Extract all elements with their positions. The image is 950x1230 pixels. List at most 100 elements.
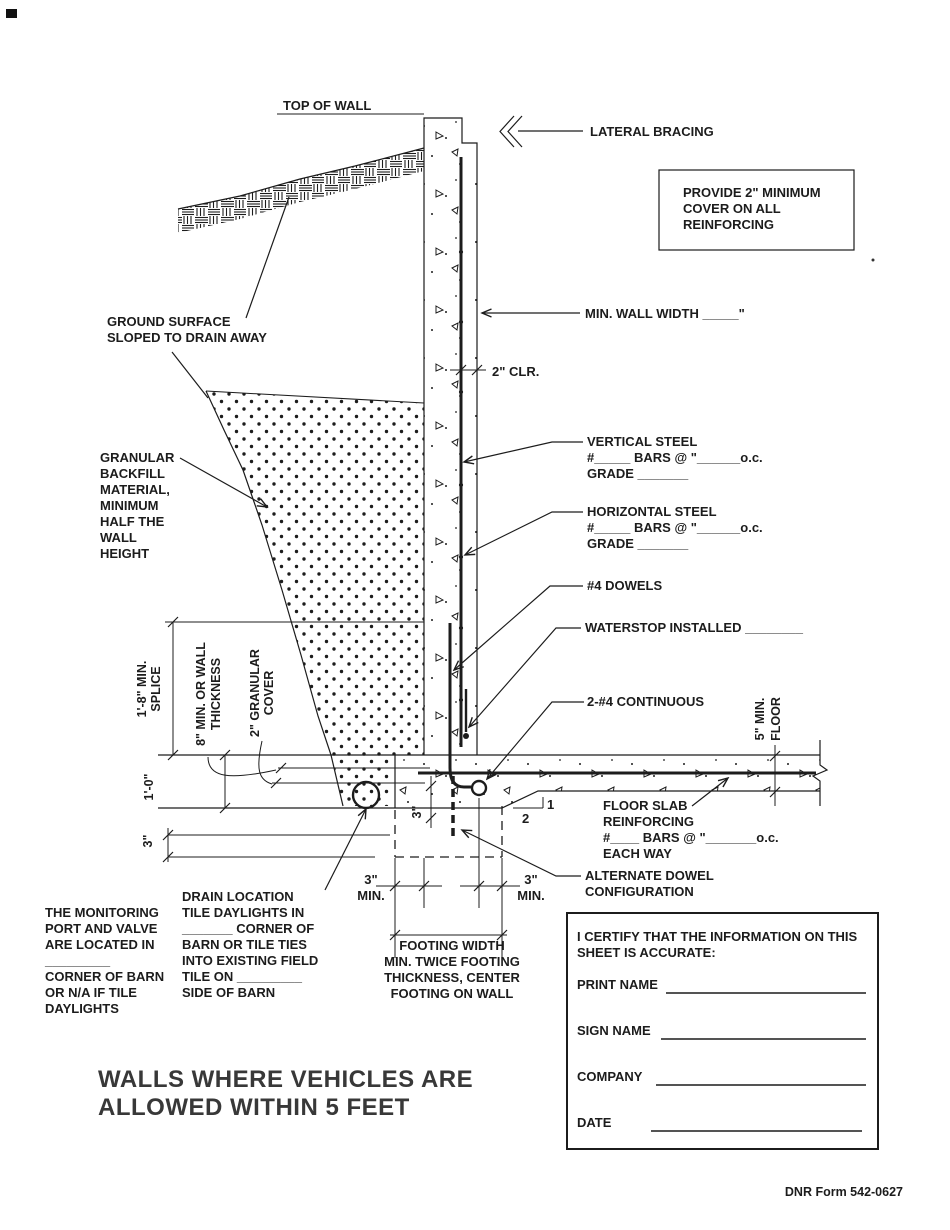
certify-statement-2: SHEET IS ACCURATE: xyxy=(577,945,716,960)
scan-speck xyxy=(871,258,875,262)
form-number: DNR Form 542-0627 xyxy=(785,1185,903,1199)
ground-surface-leader-1 xyxy=(245,196,290,319)
floor-slab-label-1: FLOOR SLAB xyxy=(603,798,688,813)
floor-min-label-2: FLOOR xyxy=(769,697,783,741)
drain-note-line1: DRAIN LOCATION xyxy=(182,889,294,904)
three-inch-left-label: 3" xyxy=(141,834,155,847)
certification-blank-lines xyxy=(651,992,866,1132)
backfill-label-1: GRANULAR xyxy=(100,450,175,465)
alternate-dowel-leader xyxy=(462,830,581,877)
dowel-bar-bent xyxy=(448,623,471,789)
wall-thickness-label-1: 8" MIN. OR WALL xyxy=(194,642,208,746)
backfill-label-2: BACKFILL xyxy=(100,466,165,481)
alternate-dowel-label-1: ALTERNATE DOWEL xyxy=(585,868,714,883)
sign-name-label: SIGN NAME xyxy=(577,1023,651,1038)
backfill-label-5: HALF THE xyxy=(100,514,165,529)
drain-note-line3: _______ CORNER OF xyxy=(181,921,314,936)
scan-speck xyxy=(6,9,17,18)
provide-note-line2: COVER ON ALL xyxy=(683,201,781,216)
monitoring-note-line5: CORNER OF BARN xyxy=(45,969,164,984)
print-name-label: PRINT NAME xyxy=(577,977,658,992)
monitoring-note-line6: OR N/A IF TILE xyxy=(45,985,137,1000)
three-min-left-label-1: 3" xyxy=(364,872,377,887)
floor-min-label-1: 5" MIN. xyxy=(753,698,767,741)
sheet-title-line1: WALLS WHERE VEHICLES ARE xyxy=(98,1066,473,1093)
bottom-dimension-lines xyxy=(376,885,520,936)
three-min-right-label-1: 3" xyxy=(524,872,537,887)
ground-surface-hatch xyxy=(178,148,424,233)
ground-surface-label-2: SLOPED TO DRAIN AWAY xyxy=(107,330,267,345)
sheet-title-line2: ALLOWED WITHIN 5 FEET xyxy=(98,1094,410,1121)
three-min-right-label-2: MIN. xyxy=(517,888,544,903)
lateral-bracing-label: LATERAL BRACING xyxy=(590,124,714,139)
certification-box xyxy=(566,912,879,1150)
backfill-label-3: MATERIAL, xyxy=(100,482,170,497)
horizontal-steel-leader xyxy=(465,511,583,555)
company-label: COMPANY xyxy=(577,1069,643,1084)
granular-cover-lines xyxy=(272,767,430,784)
certify-statement-1: I CERTIFY THAT THE INFORMATION ON THIS xyxy=(577,929,858,944)
alternate-dowel-label-2: CONFIGURATION xyxy=(585,884,694,899)
monitoring-note-line4: _________ xyxy=(44,953,111,968)
floor-slab-label-2: REINFORCING xyxy=(603,814,694,829)
slope-run-label: 2 xyxy=(522,811,529,826)
vertical-steel-label-1: VERTICAL STEEL xyxy=(587,434,697,449)
splice-label-1: 1'-8" MIN. xyxy=(135,661,149,718)
dimension-ticks xyxy=(162,364,781,941)
backfill-label-7: HEIGHT xyxy=(100,546,149,561)
granular-under-strip xyxy=(331,755,390,806)
vertical-steel-label-2: #_____ BARS @ "______o.c. xyxy=(587,450,763,465)
backfill-label-4: MINIMUM xyxy=(100,498,159,513)
subgrade-lines xyxy=(168,834,390,858)
drain-note-line4: BARN OR TILE TIES xyxy=(182,937,307,952)
slope-symbol xyxy=(513,797,544,809)
vertical-steel-leader xyxy=(464,441,583,462)
footing-width-label-4: FOOTING ON WALL xyxy=(391,986,514,1001)
ground-surface-line xyxy=(177,147,425,210)
provide-note-line3: REINFORCING xyxy=(683,217,774,232)
continuous-bar-circle xyxy=(470,779,488,797)
footing-width-label-2: MIN. TWICE FOOTING xyxy=(384,954,520,969)
backfill-label-6: WALL xyxy=(100,530,137,545)
three-min-left-label-2: MIN. xyxy=(357,888,384,903)
wall-concrete-fill xyxy=(424,118,477,755)
three-inch-footing-label: 3" xyxy=(410,805,424,818)
provide-note-box xyxy=(658,169,855,251)
floor-slab-label-4: EACH WAY xyxy=(603,846,672,861)
clearance-label: 2" CLR. xyxy=(492,364,539,379)
provide-note-line1: PROVIDE 2" MINIMUM xyxy=(683,185,821,200)
top-of-wall-label: TOP OF WALL xyxy=(283,98,371,113)
granular-cover-label-1: 2" GRANULAR xyxy=(248,649,262,737)
backfill-leader xyxy=(179,457,267,507)
granular-cover-leader-curve xyxy=(258,740,273,785)
continuous-label: 2-#4 CONTINUOUS xyxy=(587,694,704,709)
monitoring-note-line7: DAYLIGHTS xyxy=(45,1001,119,1016)
ground-surface-label-1: GROUND SURFACE xyxy=(107,314,231,329)
backfill-top-line xyxy=(205,390,425,404)
horizontal-steel-bar-dots xyxy=(458,249,464,703)
monitoring-note-line3: ARE LOCATED IN xyxy=(45,937,155,952)
date-label: DATE xyxy=(577,1115,612,1130)
wall-outline xyxy=(423,117,478,755)
min-wall-width-label: MIN. WALL WIDTH _____" xyxy=(585,306,745,321)
monitoring-note-line2: PORT AND VALVE xyxy=(45,921,158,936)
vertical-steel-label-3: GRADE _______ xyxy=(587,466,689,481)
footing-width-label-1: FOOTING WIDTH xyxy=(399,938,504,953)
footing-outline xyxy=(158,755,820,809)
monitoring-note-line1: THE MONITORING xyxy=(45,905,159,920)
waterstop-dot xyxy=(463,733,469,739)
footing-slab-concrete-fill xyxy=(395,755,820,808)
floor-slab-leader xyxy=(691,778,728,807)
continuous-leader xyxy=(487,701,584,779)
waterstop-label: WATERSTOP INSTALLED ________ xyxy=(585,620,804,635)
one-foot-label: 1'-0" xyxy=(142,773,156,800)
bottom-extension-lines xyxy=(394,798,503,958)
footing-width-label-3: THICKNESS, CENTER xyxy=(384,970,520,985)
slab-break-edge xyxy=(811,740,829,806)
drain-leader xyxy=(324,809,366,891)
granular-backfill-area xyxy=(206,391,424,755)
horizontal-steel-label-3: GRADE _______ xyxy=(587,536,689,551)
granular-cover-label-2: COVER xyxy=(262,671,276,715)
ground-surface-leader-2 xyxy=(171,351,209,399)
slope-rise-label: 1 xyxy=(547,797,554,812)
